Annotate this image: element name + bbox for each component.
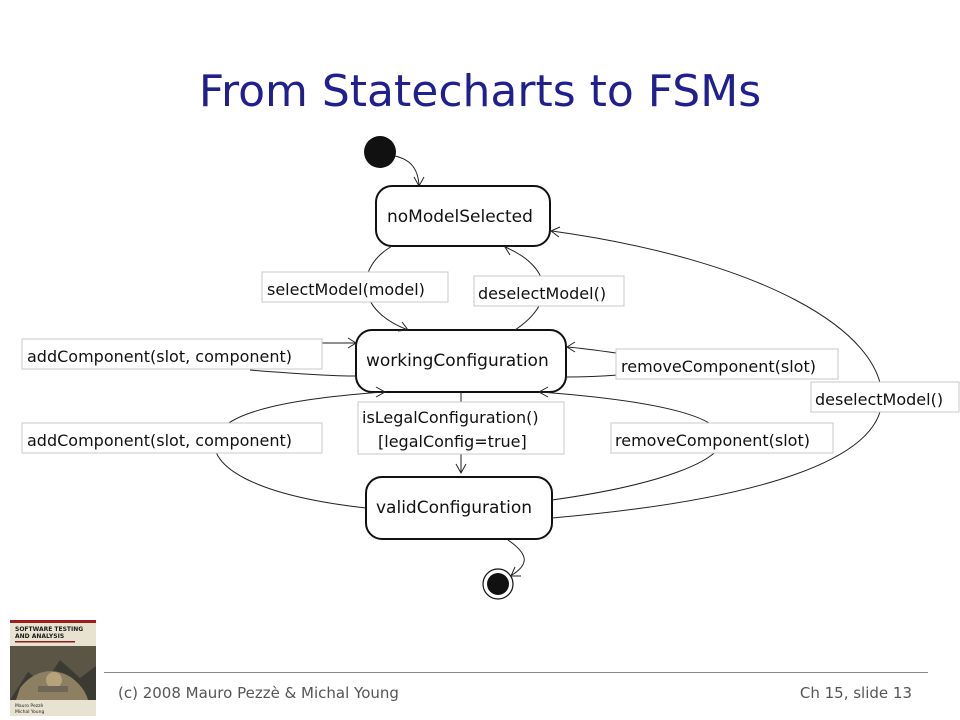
book-cover-authors-line1: Mauro Pezzè (15, 702, 43, 709)
book-cover-title-line2: AND ANALYSIS (15, 633, 64, 640)
svg-text:removeComponent(slot): removeComponent(slot) (615, 431, 810, 450)
svg-text:isLegalConfiguration(): isLegalConfiguration() (362, 408, 539, 427)
state-no-model-selected-label: noModelSelected (387, 207, 533, 227)
edge-add-component-top-out (249, 369, 357, 377)
edge-add-component-top-arrowhead (347, 337, 357, 349)
statechart-diagram: noModelSelected workingConfiguration val… (21, 136, 960, 600)
footer-divider (104, 672, 928, 673)
edge-remove-component-top-out (566, 374, 619, 378)
state-working-configuration-label: workingConfiguration (366, 351, 549, 371)
final-transition (507, 539, 525, 576)
label-deselect-model-top: deselectModel() (473, 275, 625, 307)
edge-deselect-model-top-arrowhead (504, 245, 515, 256)
label-is-legal-configuration: isLegalConfiguration() [legalConfig=true… (357, 401, 565, 455)
edge-remove-component-top-in (566, 346, 617, 354)
initial-state (364, 136, 396, 168)
svg-text:addComponent(slot, component): addComponent(slot, component) (27, 347, 292, 366)
label-remove-component-top: removeComponent(slot) (615, 348, 839, 380)
book-cover-image: SOFTWARE TESTING AND ANALYSIS Mauro Pezz… (10, 620, 96, 716)
slide-title: From Statecharts to FSMs (198, 66, 762, 117)
edge-is-legal-configuration-arrowhead (455, 463, 467, 475)
edge-add-component-bottom-arrowhead (375, 386, 387, 398)
state-valid-configuration-label: validConfiguration (376, 498, 532, 518)
label-add-component-bottom: addComponent(slot, component) (21, 422, 323, 454)
book-cover-authors-line2: Michal Young (15, 709, 45, 715)
state-working-configuration[interactable]: workingConfiguration (355, 329, 567, 393)
edge-remove-component-top-arrowhead (566, 341, 576, 353)
footer-copyright: (c) 2008 Mauro Pezzè & Michal Young (118, 684, 399, 702)
initial-transition (394, 155, 420, 186)
final-state (482, 568, 514, 600)
svg-text:deselectModel(): deselectModel() (478, 284, 606, 303)
svg-text:selectModel(model): selectModel(model) (267, 280, 425, 299)
footer-slide-number: Ch 15, slide 13 (799, 684, 912, 702)
final-transition-arrowhead (510, 566, 521, 577)
label-remove-component-bottom: removeComponent(slot) (610, 422, 834, 454)
svg-text:removeComponent(slot): removeComponent(slot) (621, 357, 816, 376)
svg-text:deselectModel(): deselectModel() (815, 390, 943, 409)
svg-text:addComponent(slot, component): addComponent(slot, component) (27, 431, 292, 450)
label-select-model: selectModel(model) (261, 271, 449, 303)
edge-remove-component-bottom-arrowhead (537, 386, 549, 398)
state-valid-configuration[interactable]: validConfiguration (365, 476, 553, 540)
label-add-component-top: addComponent(slot, component) (21, 338, 323, 370)
state-no-model-selected[interactable]: noModelSelected (375, 185, 551, 247)
label-deselect-model-right: deselectModel() (810, 381, 960, 413)
svg-text:[legalConfig=true]: [legalConfig=true] (378, 432, 527, 451)
edge-deselect-model-right-arrowhead (550, 226, 561, 238)
book-cover-title-line1: SOFTWARE TESTING (15, 626, 83, 633)
edge-select-model-arrowhead (397, 321, 409, 332)
